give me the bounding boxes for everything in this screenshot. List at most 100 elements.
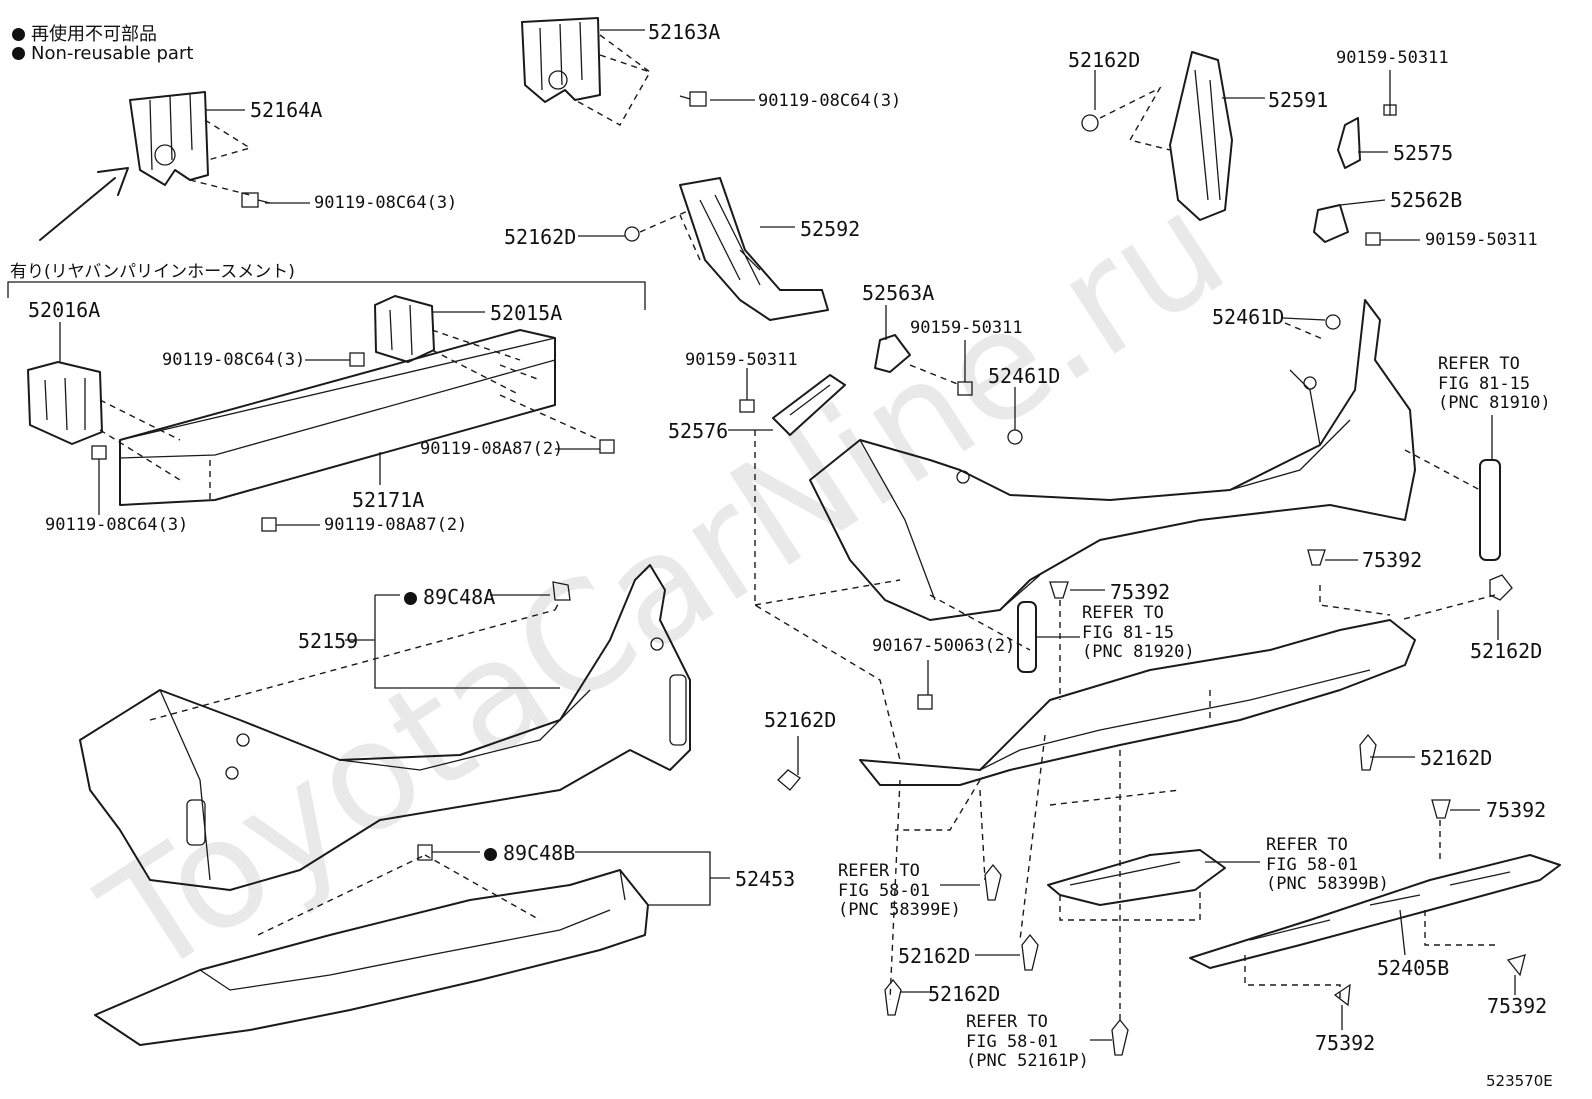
ref-52161p-line3: (PNC 52161P) — [966, 1051, 1089, 1072]
part-52575-bracket — [1337, 117, 1361, 169]
part-52453-lower-cover — [94, 869, 649, 1046]
label-75392-a: 75392 — [1362, 548, 1423, 572]
part-52159-rear-bumper — [79, 564, 691, 891]
part-52591-bracket — [1169, 51, 1233, 221]
label-52405b: 52405B — [1377, 956, 1450, 980]
label-89c48b-text: 89C48B — [503, 841, 576, 865]
label-90159-50311-d: 90159-50311 — [685, 350, 798, 370]
push-clip-icon-5 — [884, 978, 902, 1016]
part-lower-cover-right — [859, 619, 1416, 786]
label-89c48a: 89C48A — [404, 587, 495, 607]
label-90119-08c64-top: 90119-08C64(3) — [758, 91, 902, 111]
push-clip-icon-1 — [777, 769, 801, 791]
screw-icon-2 — [1365, 232, 1381, 246]
label-52461d-a: 52461D — [1212, 305, 1285, 329]
label-52015a: 52015A — [490, 301, 563, 325]
legend-en: Non-reusable part — [12, 43, 193, 64]
label-90159-50311-b: 90159-50311 — [1425, 230, 1538, 250]
legend-jp: 再使用不可部品 — [12, 20, 157, 46]
label-52453: 52453 — [735, 867, 796, 891]
part-52592-bracket — [679, 177, 829, 321]
push-clip-icon-7 — [1489, 574, 1513, 601]
label-75392-d: 75392 — [1487, 994, 1548, 1018]
label-90159-50311-a: 90159-50311 — [1336, 48, 1449, 68]
bolt-icon-4 — [91, 445, 107, 515]
ref-81920: REFER TO FIG 81-15 (PNC 81920) — [1082, 603, 1195, 663]
arrow-head-icon — [97, 167, 129, 196]
label-52162d-f: 52162D — [898, 944, 971, 968]
part-52576-bracket — [772, 374, 846, 436]
push-clip-icon-6 — [1111, 1018, 1129, 1056]
label-90119-08c64-left: 90119-08C64(3) — [314, 193, 458, 213]
ref-81920-line1: REFER TO — [1082, 603, 1164, 623]
bolt-icon-6 — [261, 517, 277, 532]
clip-icon-2 — [1081, 114, 1099, 132]
label-52575: 52575 — [1393, 141, 1454, 165]
part-52163a-bracket — [521, 17, 601, 103]
reflector-center — [1017, 601, 1037, 673]
label-75392-e: 75392 — [1315, 1031, 1376, 1055]
label-52162d-g: 52162D — [928, 982, 1001, 1006]
bullet-icon — [12, 47, 25, 60]
part-52015a-bracket — [374, 295, 435, 363]
label-52163a: 52163A — [648, 20, 721, 44]
label-52016a: 52016A — [28, 298, 101, 322]
label-52592: 52592 — [800, 217, 861, 241]
bolt-icon-5 — [599, 439, 615, 454]
ref-58399b: REFER TO FIG 58-01 (PNC 58399B) — [1266, 835, 1389, 895]
clip75392-icon-2 — [1049, 581, 1069, 599]
label-52162d-e: 52162D — [1420, 746, 1493, 770]
label-75392-b: 75392 — [1110, 580, 1171, 604]
ref-52161p-line1: REFER TO — [966, 1012, 1048, 1032]
ref-58399b-line3: (PNC 58399B) — [1266, 874, 1389, 895]
diagram-code: 523570E — [1486, 1072, 1553, 1090]
part-rear-bumper-right — [809, 299, 1416, 621]
bracket-box-outline — [7, 281, 646, 310]
label-90119-08a87-b: 90119-08A87(2) — [324, 515, 468, 535]
label-52171a: 52171A — [352, 488, 425, 512]
clip75392-icon-1 — [1307, 549, 1326, 566]
screw-icon-1 — [1383, 85, 1397, 116]
label-52591: 52591 — [1268, 88, 1329, 112]
part-52405b-garnish — [1189, 854, 1561, 969]
label-52562b: 52562B — [1390, 188, 1463, 212]
label-89c48a-text: 89C48A — [423, 585, 496, 609]
ref-81910-line3: (PNC 81910) — [1438, 393, 1551, 414]
push-clip-icon-3 — [984, 863, 1002, 901]
label-90119-08c64-mid: 90119-08C64(3) — [162, 350, 306, 370]
bolt-icon-3 — [349, 352, 365, 367]
screw-icon-4 — [739, 368, 755, 413]
bolt-icon-2 — [679, 91, 707, 107]
label-89c48b: 89C48B — [484, 843, 575, 863]
ref-58399e-line1: REFER TO — [838, 861, 920, 881]
push-clip-icon-4 — [1021, 933, 1039, 971]
ref-81910: REFER TO FIG 81-15 (PNC 81910) — [1438, 354, 1551, 414]
part-52171a-reinforcement — [119, 329, 556, 506]
bolt-icon — [241, 192, 271, 208]
bullet-icon — [12, 28, 25, 41]
label-90159-50311-c: 90159-50311 — [910, 318, 1023, 338]
label-52563a: 52563A — [862, 281, 935, 305]
label-52162d-a: 52162D — [1068, 48, 1141, 72]
label-90167-50063: 90167-50063(2) — [872, 636, 1016, 656]
ref-81910-line2: FIG 81-15 — [1438, 373, 1531, 394]
ref-81910-line1: REFER TO — [1438, 354, 1520, 374]
label-52162d-b: 52162D — [504, 225, 577, 249]
part-52164a-bracket — [129, 91, 209, 186]
ref-81920-line3: (PNC 81920) — [1082, 642, 1195, 663]
leader-lines — [59, 29, 1516, 1041]
label-52164a: 52164A — [250, 98, 323, 122]
ref-58399e: REFER TO FIG 58-01 (PNC 58399E) — [838, 861, 961, 921]
clip-icon-1 — [624, 226, 640, 242]
label-75392-c: 75392 — [1486, 798, 1547, 822]
ref-52161p-line2: FIG 58-01 — [966, 1031, 1059, 1052]
part-52563a-bracket — [874, 334, 911, 373]
part-52016a-bracket — [27, 361, 103, 445]
clip75392-icon-5 — [1506, 954, 1526, 977]
label-90119-08c64-low: 90119-08C64(3) — [45, 515, 189, 535]
bullet-icon — [484, 848, 497, 861]
push-clip-icon-2 — [1359, 733, 1377, 771]
label-52162d-c: 52162D — [1470, 639, 1543, 663]
label-52162d-d: 52162D — [764, 708, 837, 732]
